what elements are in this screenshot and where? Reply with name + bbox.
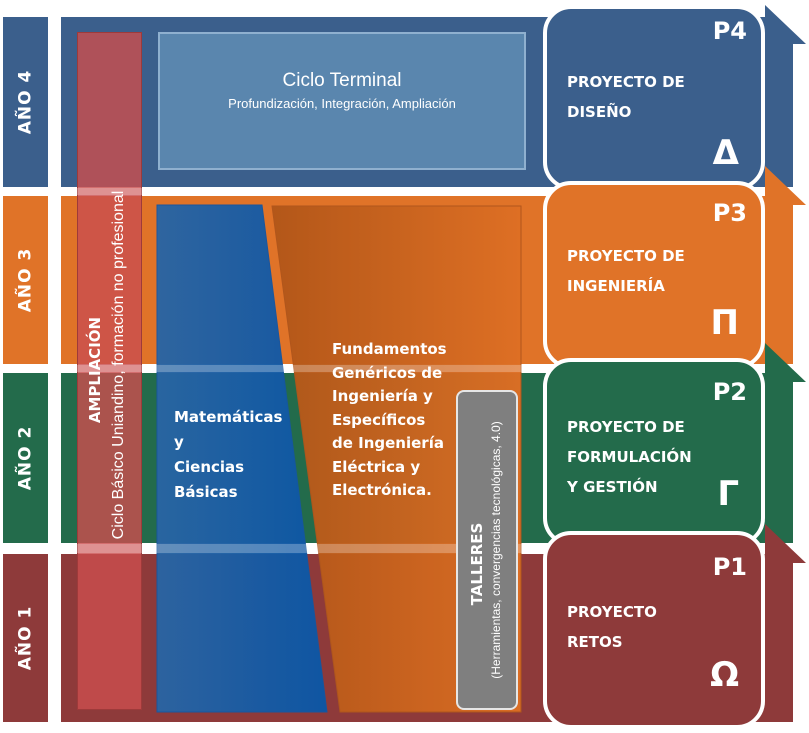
project-title-line: INGENIERÍA (567, 277, 665, 295)
talleres-subtitle: (Herramientas, convergencias tecnológica… (489, 421, 503, 679)
fundamentos-line: Electrónica. (332, 481, 432, 499)
project-title-line: PROYECTO (567, 603, 657, 621)
fundamentos-line: Específicos (332, 410, 426, 429)
project-title: PROYECTO DE INGENIERÍA (567, 241, 685, 301)
project-code: P1 (712, 553, 747, 581)
project-code: P2 (712, 378, 747, 406)
delta-symbol-icon: Δ (712, 133, 739, 173)
year-label-2: AÑO 2 (3, 373, 48, 543)
ampliacion-bar (77, 32, 142, 710)
matematicas-line: Ciencias (174, 458, 245, 476)
year-label-1: AÑO 1 (3, 554, 48, 722)
year-label-4: AÑO 4 (3, 17, 48, 187)
project-title-line: PROYECTO DE (567, 247, 685, 265)
fundamentos-line: Fundamentos (332, 340, 447, 358)
year-label-3: AÑO 3 (3, 196, 48, 364)
pi-symbol-icon: Π (710, 303, 739, 343)
project-code: P4 (712, 17, 747, 45)
gamma-symbol-icon: Γ (717, 474, 739, 514)
ciclo-terminal-title: Ciclo Terminal (282, 70, 402, 91)
fundamentos-line: Genéricos de (332, 363, 443, 382)
ciclo-terminal-box: Ciclo Terminal Profundización, Integraci… (158, 32, 526, 170)
project-card-p4: P4 PROYECTO DE DISEÑO Δ (543, 5, 765, 190)
matematicas-line: Básicas (174, 483, 238, 501)
project-title-line: Y GESTIÓN (567, 478, 658, 496)
fundamentos-line: de Ingeniería (332, 434, 444, 452)
omega-symbol-icon: Ω (710, 655, 739, 695)
talleres-box (456, 390, 518, 710)
matematicas-text: Matemáticas y Ciencias Básicas (174, 405, 282, 505)
fundamentos-text: Fundamentos Genéricos de Ingeniería y Es… (332, 338, 447, 503)
ciclo-terminal-subtitle: Profundización, Integración, Ampliación (228, 96, 456, 111)
project-code: P3 (712, 199, 747, 227)
project-title-line: DISEÑO (567, 103, 632, 121)
separator (77, 188, 537, 195)
project-title-line: RETOS (567, 633, 623, 651)
project-title-line: FORMULACIÓN (567, 448, 692, 466)
project-title: PROYECTO DE DISEÑO (567, 67, 685, 127)
project-card-p3: P3 PROYECTO DE INGENIERÍA Π (543, 181, 765, 369)
separator (77, 544, 537, 553)
fundamentos-line: Eléctrica y (332, 457, 421, 476)
fundamentos-line: Ingeniería y (332, 387, 433, 405)
project-title-line: PROYECTO DE (567, 73, 685, 91)
project-title: PROYECTO RETOS (567, 597, 657, 657)
matematicas-line: Matemáticas (174, 408, 283, 426)
project-title: PROYECTO DE FORMULACIÓN Y GESTIÓN (567, 412, 692, 502)
matematicas-shape (156, 204, 328, 713)
separator (77, 365, 537, 372)
project-card-p1: P1 PROYECTO RETOS Ω (543, 531, 765, 729)
project-card-p2: P2 PROYECTO DE FORMULACIÓN Y GESTIÓN Γ (543, 358, 765, 546)
talleres-title: TALLERES (468, 522, 486, 606)
matematicas-line: y (174, 433, 184, 451)
project-title-line: PROYECTO DE (567, 418, 685, 436)
